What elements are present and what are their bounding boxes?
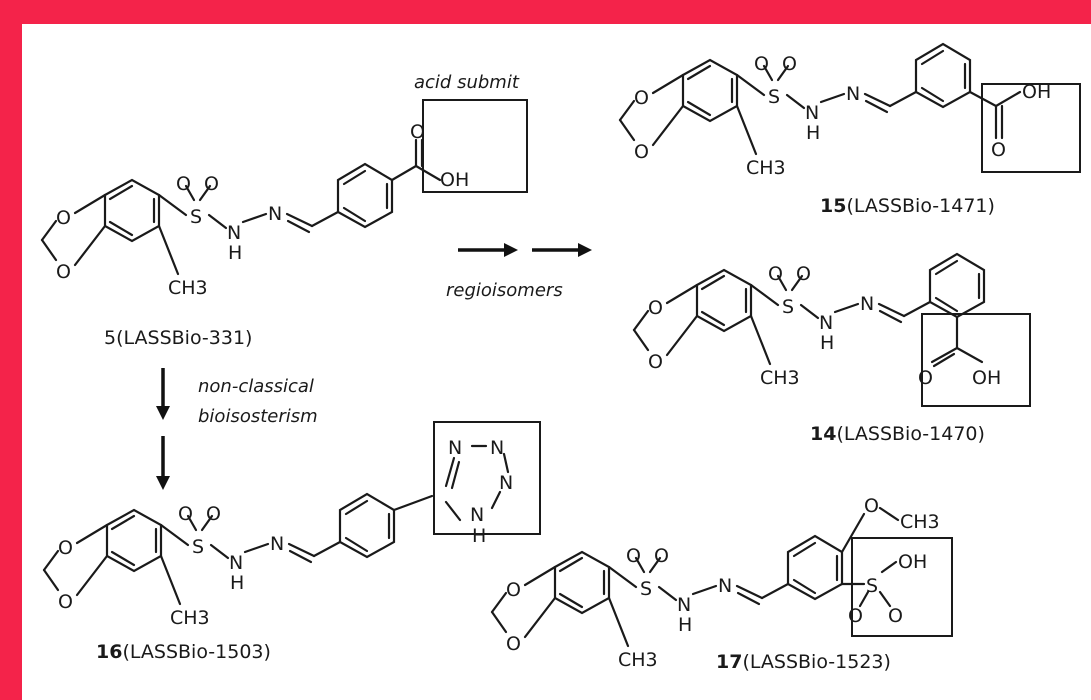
atom-O: O	[991, 139, 1006, 161]
scheme-panel	[22, 24, 1091, 700]
atom-OH: OH	[440, 169, 469, 191]
atom-OH: OH	[1022, 81, 1051, 103]
atom-N: N	[448, 437, 462, 459]
regioisomers-label: regioisomers	[446, 280, 563, 301]
compound-5-label: 5(LASSBio-331)	[104, 327, 252, 349]
atom-N: N	[490, 437, 504, 459]
atom-S: S	[866, 575, 878, 597]
nonclassical-label: non-classical	[198, 376, 314, 397]
atom-O: O	[888, 605, 903, 627]
compound-5-structure: O OH	[40, 99, 528, 301]
compound-14-label: 14(LASSBio-1470)	[810, 423, 985, 445]
bioisosterism-label: bioisosterism	[198, 406, 318, 427]
atom-N: N	[470, 504, 484, 526]
regioisomer-arrows	[458, 243, 592, 257]
acid-box	[981, 83, 1081, 173]
sulfonic-box	[851, 537, 953, 637]
atom-N: N	[499, 472, 513, 494]
compound-15-label: 15(LASSBio-1471)	[820, 195, 995, 217]
compound-17-structure: O CH3 S OH O O	[490, 495, 953, 673]
compound-17-label: 17(LASSBio-1523)	[716, 651, 891, 673]
bioisosterism-arrows	[156, 368, 170, 490]
compound-16-label: 16(LASSBio-1503)	[96, 641, 271, 663]
acid-box	[422, 99, 528, 193]
atom-O: O	[864, 495, 879, 517]
compound-14-structure: O OH	[632, 252, 1031, 407]
tetrazole-box	[433, 421, 541, 535]
atom-H: H	[472, 525, 486, 547]
atom-O: O	[918, 367, 933, 389]
compound-15-structure: O OH	[618, 42, 1081, 181]
compound-16-structure: N N N N H	[42, 421, 541, 631]
atom-O: O	[410, 121, 425, 143]
acid-box	[921, 313, 1031, 407]
acid-submit-label: acid submit	[414, 72, 520, 93]
methyl-label: CH3	[900, 511, 940, 533]
atom-OH: OH	[898, 551, 927, 573]
atom-O: O	[848, 605, 863, 627]
atom-OH: OH	[972, 367, 1001, 389]
